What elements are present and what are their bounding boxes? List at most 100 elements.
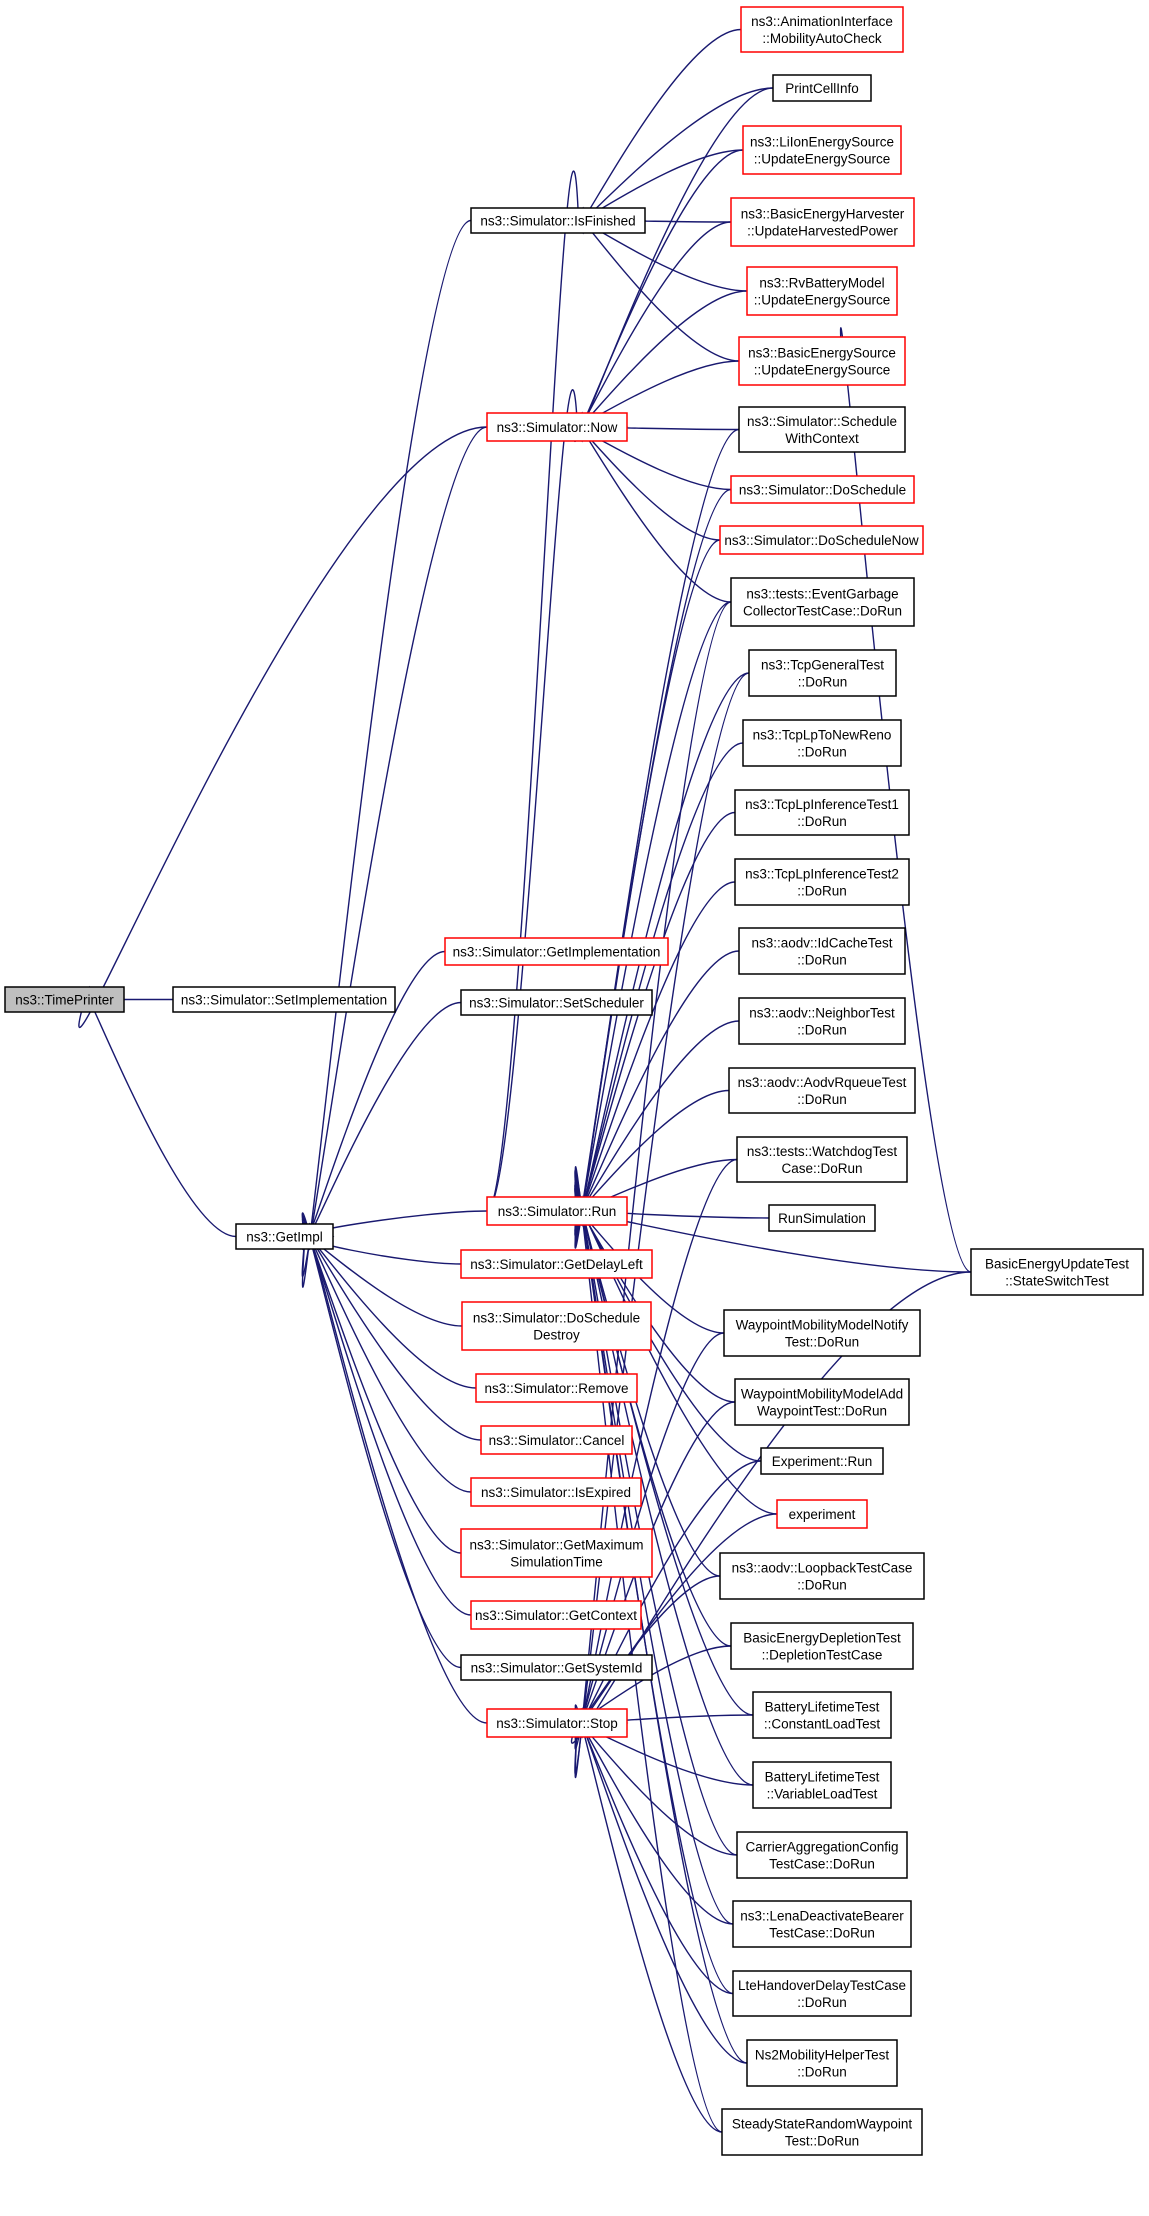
node-label-line: SteadyStateRandomWaypoint xyxy=(732,2117,913,2132)
edge-stateswitch-to-stop xyxy=(570,1271,972,1744)
node-label-line: WaypointMobilityModelNotify xyxy=(736,1318,909,1333)
node-constload[interactable]: BatteryLifetimeTest::ConstantLoadTest xyxy=(752,1691,892,1739)
edge-run-to-isfinished xyxy=(486,170,580,1212)
node-getimplementation[interactable]: ns3::Simulator::GetImplementation xyxy=(444,937,669,966)
node-label-line: ns3::aodv::NeighborTest xyxy=(749,1006,895,1021)
node-now[interactable]: ns3::Simulator::Now xyxy=(486,412,628,442)
node-box xyxy=(486,1708,628,1738)
node-basicsource[interactable]: ns3::BasicEnergySource::UpdateEnergySour… xyxy=(738,336,906,386)
node-timeprinter[interactable]: ns3::TimePrinter xyxy=(4,986,125,1013)
node-box xyxy=(460,1654,653,1681)
edge-getimpl-to-timeprinter xyxy=(82,988,237,1238)
node-cancel[interactable]: ns3::Simulator::Cancel xyxy=(480,1425,633,1455)
node-getcontext[interactable]: ns3::Simulator::GetContext xyxy=(470,1600,642,1630)
node-box xyxy=(752,1761,892,1809)
node-box xyxy=(470,207,646,234)
edge-getsystemid-to-getimpl xyxy=(301,1215,462,1669)
node-harvester[interactable]: ns3::BasicEnergyHarvester::UpdateHarvest… xyxy=(730,197,915,247)
edge-tcplpnewreno-to-run xyxy=(574,742,744,1233)
node-tcplpinf2[interactable]: ns3::TcpLpInferenceTest2::DoRun xyxy=(734,858,910,906)
node-label-line: CollectorTestCase::DoRun xyxy=(743,604,902,619)
node-box xyxy=(470,1600,642,1630)
edge-tcplpinf1-to-run xyxy=(574,811,736,1230)
node-printcellinfo[interactable]: PrintCellInfo xyxy=(772,74,872,102)
node-box xyxy=(730,577,915,627)
node-tcpgeneral[interactable]: ns3::TcpGeneralTest::DoRun xyxy=(748,649,897,697)
node-doschedule[interactable]: ns3::Simulator::DoSchedule xyxy=(730,475,915,504)
node-label-line: ::DoRun xyxy=(797,1578,847,1593)
node-label-line: ns3::TcpGeneralTest xyxy=(761,658,884,673)
node-stop[interactable]: ns3::Simulator::Stop xyxy=(486,1708,628,1738)
node-label-line: Test::DoRun xyxy=(785,2134,859,2149)
edge-watchdog-to-stop xyxy=(574,1158,738,1750)
node-label-line: ns3::Simulator::Schedule xyxy=(747,414,897,429)
node-getimpl[interactable]: ns3::GetImpl xyxy=(235,1223,334,1250)
node-setscheduler[interactable]: ns3::Simulator::SetScheduler xyxy=(460,989,653,1016)
node-idcache[interactable]: ns3::aodv::IdCacheTest::DoRun xyxy=(738,927,906,975)
node-label-line: ns3::Simulator::GetSystemId xyxy=(471,1661,643,1676)
node-label-line: RunSimulation xyxy=(778,1211,866,1226)
node-getdelayleft[interactable]: ns3::Simulator::GetDelayLeft xyxy=(460,1249,653,1279)
node-varload[interactable]: BatteryLifetimeTest::VariableLoadTest xyxy=(752,1761,892,1809)
node-isexpired[interactable]: ns3::Simulator::IsExpired xyxy=(470,1477,642,1507)
node-label-line: ::MobilityAutoCheck xyxy=(762,31,882,46)
node-isfinished[interactable]: ns3::Simulator::IsFinished xyxy=(470,207,646,234)
node-experimentrun[interactable]: Experiment::Run xyxy=(760,1447,884,1475)
edge-schedwithctx-to-run xyxy=(574,428,740,1249)
node-box xyxy=(772,74,872,102)
node-label-line: ::DoRun xyxy=(797,814,847,829)
node-label-line: TestCase::DoRun xyxy=(769,1857,875,1872)
node-box xyxy=(721,2108,923,2156)
node-animiface[interactable]: ns3::AnimationInterface::MobilityAutoChe… xyxy=(740,6,904,53)
node-neighbor[interactable]: ns3::aodv::NeighborTest::DoRun xyxy=(738,997,906,1045)
node-box xyxy=(748,649,897,697)
node-label-line: ns3::TcpLpInferenceTest1 xyxy=(745,797,899,812)
node-ns2mobility[interactable]: Ns2MobilityHelperTest::DoRun xyxy=(746,2039,898,2087)
node-remove[interactable]: ns3::Simulator::Remove xyxy=(475,1373,638,1403)
node-label-line: ::DoRun xyxy=(797,1092,847,1107)
node-eventgarbage[interactable]: ns3::tests::EventGarbageCollectorTestCas… xyxy=(730,577,915,627)
node-getsystemid[interactable]: ns3::Simulator::GetSystemId xyxy=(460,1654,653,1681)
node-label-line: ns3::Simulator::IsExpired xyxy=(481,1485,631,1500)
node-ltehandover[interactable]: LteHandoverDelayTestCase::DoRun xyxy=(732,1970,912,2017)
node-tcplpnewreno[interactable]: ns3::TcpLpToNewReno::DoRun xyxy=(742,719,902,767)
node-depletion[interactable]: BasicEnergyDepletionTest::DepletionTestC… xyxy=(730,1622,914,1670)
node-tcplpinf1[interactable]: ns3::TcpLpInferenceTest1::DoRun xyxy=(734,789,910,836)
node-label-line: ns3::Simulator::DoScheduleNow xyxy=(724,533,919,548)
node-experiment[interactable]: experiment xyxy=(776,1499,868,1529)
node-label-line: ns3::TcpLpInferenceTest2 xyxy=(745,867,899,882)
edge-getcontext-to-getimpl xyxy=(301,1217,472,1616)
node-rvbattery[interactable]: ns3::RvBatteryModel::UpdateEnergySource xyxy=(746,266,898,316)
node-box xyxy=(444,937,669,966)
node-doschedulenow[interactable]: ns3::Simulator::DoScheduleNow xyxy=(719,525,924,555)
node-stateswitch[interactable]: BasicEnergyUpdateTest::StateSwitchTest xyxy=(970,1248,1144,1296)
node-label-line: ns3::Simulator::SetScheduler xyxy=(469,996,644,1011)
node-liion[interactable]: ns3::LiIonEnergySource::UpdateEnergySour… xyxy=(742,125,902,175)
node-label-line: ns3::AnimationInterface xyxy=(751,14,893,29)
node-label-line: ns3::TimePrinter xyxy=(15,993,114,1008)
node-box xyxy=(235,1223,334,1250)
node-setimpl[interactable]: ns3::Simulator::SetImplementation xyxy=(172,986,396,1013)
node-box xyxy=(475,1373,638,1403)
node-box xyxy=(470,1477,642,1507)
node-run[interactable]: ns3::Simulator::Run xyxy=(486,1196,628,1226)
edge-basicsource-to-isfinished xyxy=(575,214,740,362)
node-label-line: ns3::TcpLpToNewReno xyxy=(753,728,892,743)
node-loopback[interactable]: ns3::aodv::LoopbackTestCase::DoRun xyxy=(719,1552,925,1600)
node-label-line: ::StateSwitchTest xyxy=(1005,1274,1109,1289)
node-waypointadd[interactable]: WaypointMobilityModelAddWaypointTest::Do… xyxy=(734,1378,910,1426)
node-rqueue[interactable]: ns3::aodv::AodvRqueueTest::DoRun xyxy=(728,1067,916,1114)
node-box xyxy=(738,406,906,453)
node-label-line: Test::DoRun xyxy=(785,1335,859,1350)
node-label-line: ns3::Simulator::GetContext xyxy=(475,1608,637,1623)
node-runsim[interactable]: RunSimulation xyxy=(768,1204,876,1232)
node-label-line: ns3::Simulator::IsFinished xyxy=(480,214,635,229)
